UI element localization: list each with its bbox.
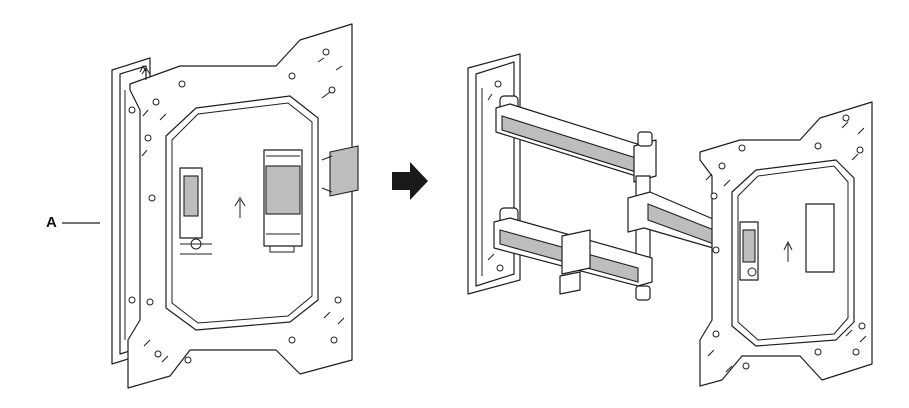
tv-bracket-icon [127,23,359,389]
callout-label-a: A [46,214,57,231]
wall-plate-icon [467,53,521,295]
left-assembly [111,23,359,389]
swivel-arm-icon [493,103,721,301]
right-assembly [467,53,873,387]
arrow-right-icon [392,162,428,200]
tv-bracket-icon [699,101,873,387]
